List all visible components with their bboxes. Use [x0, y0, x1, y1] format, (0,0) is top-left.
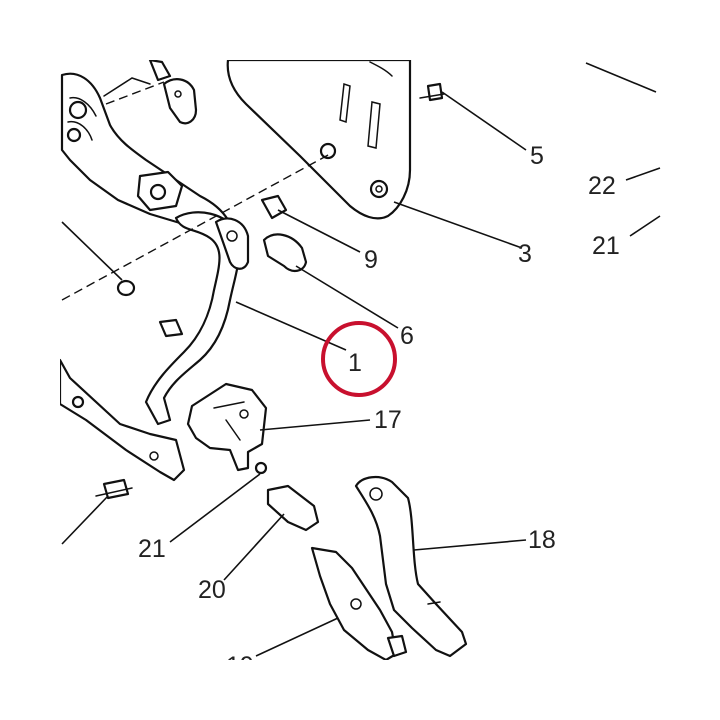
callout-6: 6 — [400, 322, 414, 350]
grommet-part-9 — [260, 194, 288, 220]
leader-lines — [61, 62, 661, 657]
rear-frame-part — [60, 60, 230, 238]
clamp-part-6 — [262, 233, 308, 272]
callout-17: 17 — [374, 406, 402, 434]
bolt-part-5 — [419, 82, 445, 102]
plate-part-19 — [310, 546, 408, 660]
washer-part-21 — [254, 461, 268, 475]
callout-labels: 1 3 5 6 9 17 18 19 20 21 21 22 — [138, 142, 620, 680]
callout-3: 3 — [518, 240, 532, 268]
parts-drawing — [60, 60, 468, 660]
bolt-lower-left — [95, 478, 133, 500]
callout-5: 5 — [530, 142, 544, 170]
side-cover-part — [226, 60, 412, 220]
callout-18: 18 — [528, 526, 556, 554]
highlight-circle — [321, 321, 397, 397]
callout-9: 9 — [364, 246, 378, 274]
callout-21-lower: 21 — [138, 535, 166, 563]
plate-part-20 — [266, 484, 320, 532]
hanger-part-18 — [354, 476, 468, 658]
bracket-part-17 — [186, 382, 268, 472]
callout-21-right: 21 — [592, 232, 620, 260]
subframe-part-1 — [60, 211, 250, 482]
callout-1: 1 — [348, 349, 362, 377]
callout-22: 22 — [588, 172, 616, 200]
assembly-lines — [61, 81, 331, 301]
callout-20: 20 — [198, 576, 226, 604]
